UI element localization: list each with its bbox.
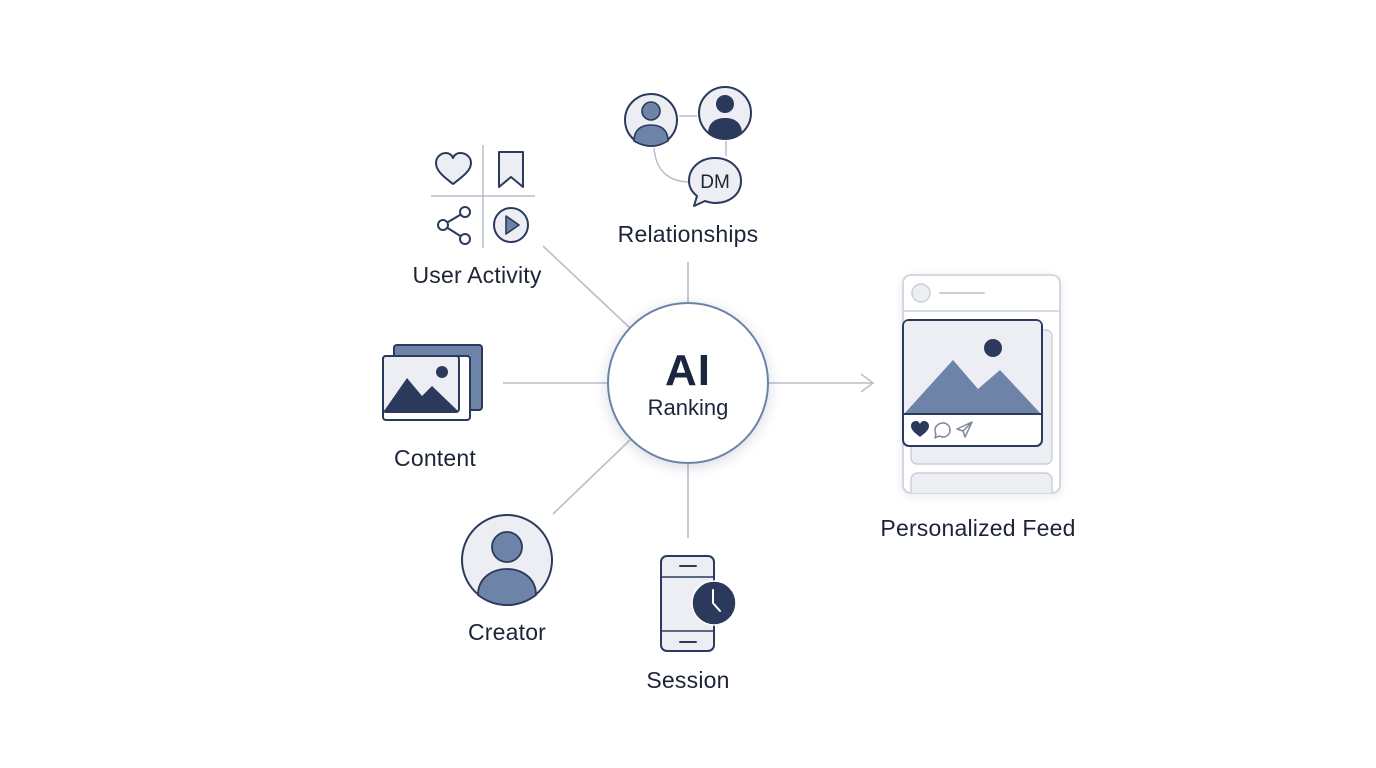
- heart-icon: [435, 152, 472, 185]
- feed-icon: [902, 274, 1061, 494]
- connectors: [503, 245, 875, 538]
- label-relationships: Relationships: [617, 221, 759, 247]
- connector-user-activity: [542, 245, 631, 329]
- session-icon: [660, 555, 737, 652]
- dm-badge: DM: [700, 172, 730, 193]
- person-icon: [461, 514, 553, 606]
- ai-ranking-hub: [607, 302, 769, 464]
- label-session: Session: [646, 667, 730, 693]
- label-user-activity: User Activity: [412, 262, 542, 288]
- arrowhead-icon: [860, 373, 875, 393]
- hub-subtitle: Ranking: [647, 395, 729, 420]
- clock-icon: [691, 580, 737, 626]
- bookmark-icon: [498, 151, 524, 188]
- play-icon: [493, 207, 529, 243]
- person-icon: [698, 86, 752, 140]
- hub-title: AI: [665, 346, 711, 395]
- share-icon: [437, 206, 471, 245]
- image-stack-icon: [382, 344, 483, 421]
- phone-icon: [660, 555, 715, 652]
- label-content: Content: [394, 445, 476, 471]
- connector-creator: [552, 439, 631, 515]
- label-creator: Creator: [467, 619, 547, 645]
- person-icon: [624, 93, 678, 147]
- user-activity-icon-grid: [431, 145, 535, 248]
- comment-icon: [934, 422, 951, 439]
- chat-bubble-icon: [688, 157, 742, 207]
- feed-avatar: [911, 283, 931, 303]
- feed-card-next: [910, 472, 1053, 493]
- send-icon: [956, 421, 973, 438]
- relationship-link: [653, 147, 691, 183]
- heart-icon: [911, 421, 929, 437]
- feed-post-card: [902, 319, 1043, 447]
- label-personalized-feed: Personalized Feed: [880, 515, 1076, 541]
- relationships-icon-cluster: [624, 86, 752, 207]
